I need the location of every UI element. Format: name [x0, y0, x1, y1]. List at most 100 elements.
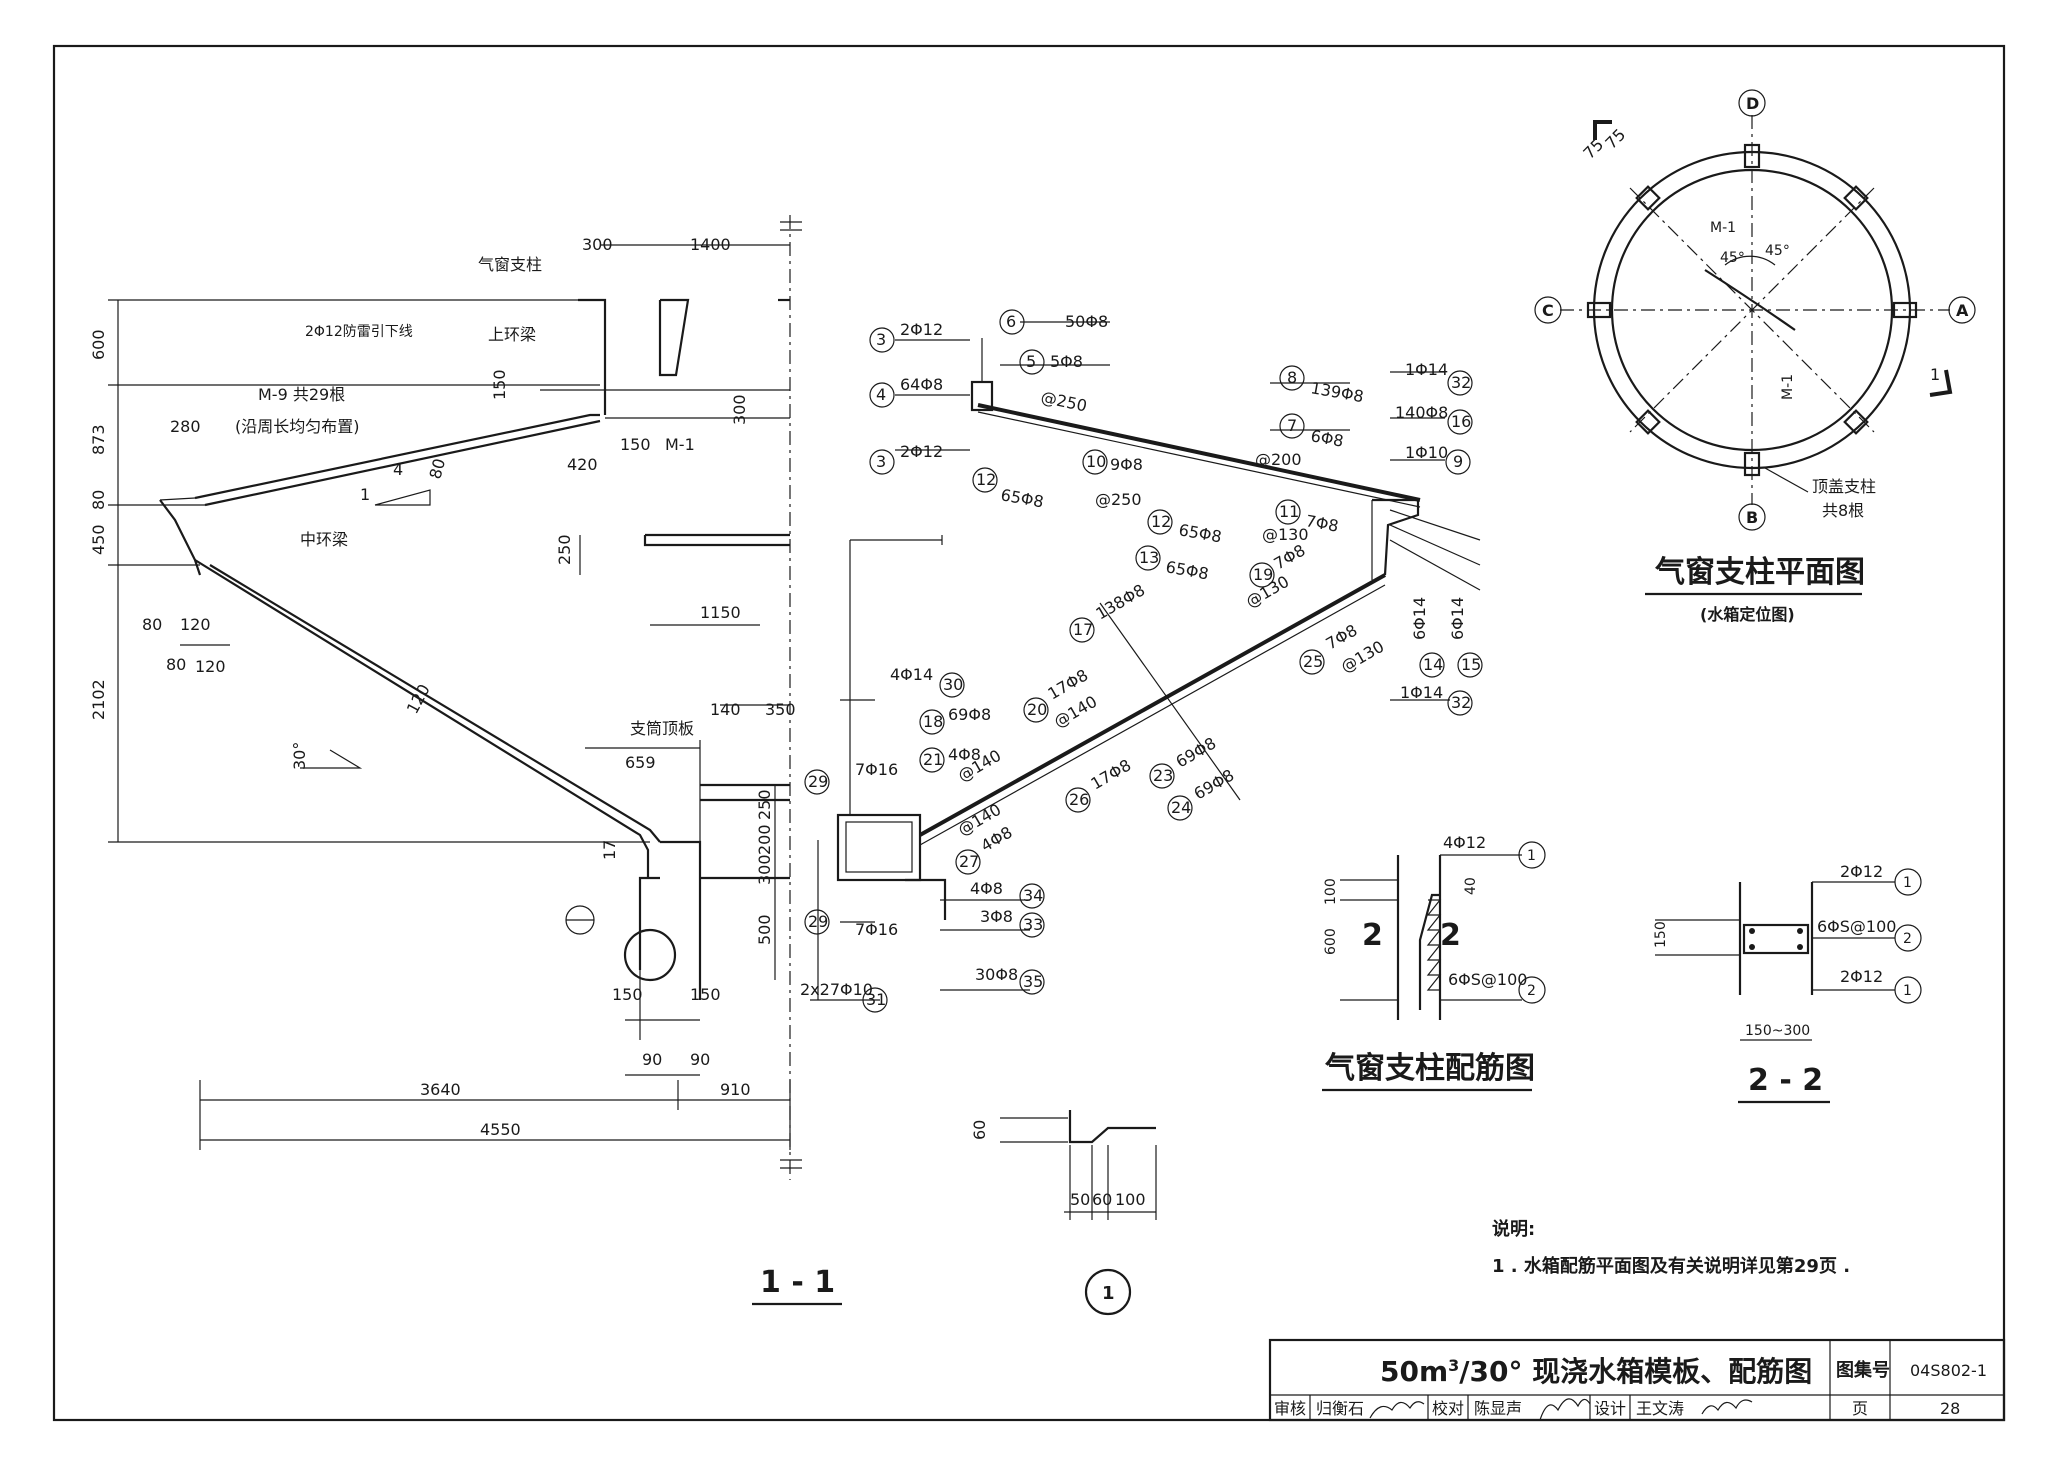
svg-text:16: 16	[1451, 412, 1471, 431]
label-support-top: 支筒顶板	[630, 719, 694, 738]
svg-text:3: 3	[876, 452, 886, 471]
svg-text:04S802-1: 04S802-1	[1910, 1361, 1987, 1380]
svg-text:50Φ8: 50Φ8	[1065, 312, 1108, 331]
signature-design	[1701, 1399, 1753, 1415]
svg-text:8: 8	[1287, 368, 1297, 387]
label-mid-ring: 中环梁	[300, 530, 348, 549]
svg-text:2: 2	[1440, 918, 1461, 953]
svg-text:4: 4	[393, 460, 403, 479]
svg-text:32: 32	[1451, 373, 1471, 392]
svg-text:@200: @200	[1255, 450, 1302, 469]
svg-text:120: 120	[403, 681, 434, 717]
svg-text:80: 80	[426, 456, 450, 481]
section-1-1: 气窗支柱 2Φ12防雷引下线 上环梁 M-9 共29根 (沿周长均匀布置) 中环…	[89, 215, 842, 1306]
notes-line-1: 1 . 水箱配筋平面图及有关说明详见第29页 .	[1492, 1255, 1850, 1277]
svg-text:659: 659	[625, 753, 656, 772]
svg-text:归衡石: 归衡石	[1316, 1399, 1364, 1418]
svg-text:24: 24	[1171, 798, 1191, 817]
svg-text:M-1: M-1	[1710, 220, 1736, 236]
svg-text:陈显声: 陈显声	[1474, 1399, 1522, 1418]
svg-text:25: 25	[1303, 652, 1323, 671]
svg-text:32: 32	[1451, 693, 1471, 712]
svg-text:21: 21	[923, 750, 943, 769]
svg-text:4Φ12: 4Φ12	[1443, 833, 1486, 852]
svg-text:4Φ8: 4Φ8	[970, 879, 1003, 898]
label-m9: M-9 共29根	[258, 385, 345, 404]
svg-text:9Φ8: 9Φ8	[1110, 455, 1143, 474]
svg-text:29: 29	[808, 912, 828, 931]
svg-text:350: 350	[765, 700, 796, 719]
svg-text:1: 1	[1903, 875, 1912, 891]
svg-text:65Φ8: 65Φ8	[1164, 557, 1210, 583]
svg-text:4Φ14: 4Φ14	[890, 665, 933, 684]
svg-text:5: 5	[1026, 352, 1036, 371]
svg-text:140: 140	[710, 700, 741, 719]
svg-text:2Φ12: 2Φ12	[1840, 967, 1883, 986]
svg-text:1400: 1400	[690, 235, 731, 254]
svg-text:17: 17	[1073, 620, 1093, 639]
svg-text:69Φ8: 69Φ8	[948, 705, 991, 724]
svg-text:500: 500	[755, 914, 774, 945]
section-2-2: 2Φ12 6ΦS@100 2Φ12 1 2 1 150 150~300 2 - …	[1653, 862, 1922, 1104]
drawing-title: 50m3/30° 现浇水箱模板、配筋图	[1380, 1355, 1812, 1388]
section-2-2-title: 2 - 2	[1748, 1063, 1823, 1098]
svg-text:6Φ14: 6Φ14	[1410, 597, 1429, 640]
svg-text:7Φ16: 7Φ16	[855, 920, 898, 939]
svg-text:60: 60	[1092, 1190, 1112, 1209]
plan-title: 气窗支柱平面图	[1655, 555, 1865, 590]
svg-text:31: 31	[866, 990, 886, 1009]
vent-column-plan: D A B C 75 75 1 M-1 M-1 45° 45° 顶盖支柱 共8根…	[1534, 89, 1976, 624]
svg-text:10: 10	[1086, 452, 1106, 471]
svg-text:600: 600	[89, 329, 108, 360]
svg-text:审核: 审核	[1274, 1399, 1306, 1418]
title-block: 50m3/30° 现浇水箱模板、配筋图 图集号 04S802-1 审核 归衡石 …	[1268, 1338, 2006, 1422]
svg-text:2: 2	[1527, 983, 1536, 999]
svg-text:校对: 校对	[1432, 1399, 1464, 1418]
svg-text:7: 7	[1287, 416, 1297, 435]
svg-text:150: 150	[1653, 921, 1669, 948]
svg-text:140Φ8: 140Φ8	[1395, 403, 1448, 422]
svg-text:30: 30	[943, 675, 963, 694]
svg-text:7Φ8: 7Φ8	[1271, 541, 1309, 574]
svg-text:69Φ8: 69Φ8	[1173, 733, 1220, 771]
svg-text:共8根: 共8根	[1822, 501, 1864, 520]
svg-text:15: 15	[1461, 655, 1481, 674]
svg-text:6ΦS@100: 6ΦS@100	[1448, 970, 1527, 989]
svg-text:@250: @250	[1039, 387, 1088, 415]
svg-text:65Φ8: 65Φ8	[1177, 520, 1223, 546]
svg-text:设计: 设计	[1594, 1399, 1626, 1418]
svg-text:150: 150	[690, 985, 721, 1004]
svg-text:3640: 3640	[420, 1080, 461, 1099]
svg-text:250: 250	[755, 789, 774, 820]
svg-text:9: 9	[1453, 452, 1463, 471]
column-detail-title: 气窗支柱配筋图	[1325, 1051, 1535, 1086]
svg-text:420: 420	[567, 455, 598, 474]
detail-marker: 1	[1102, 1283, 1115, 1304]
svg-text:600: 600	[1323, 928, 1339, 955]
svg-text:80: 80	[166, 655, 186, 674]
svg-text:13: 13	[1139, 548, 1159, 567]
svg-text:@130: @130	[1262, 525, 1309, 544]
svg-text:2: 2	[1362, 918, 1383, 953]
svg-text:150: 150	[612, 985, 643, 1004]
svg-text:17Φ8: 17Φ8	[1088, 755, 1135, 793]
svg-text:2Φ12: 2Φ12	[900, 320, 943, 339]
svg-text:M-1: M-1	[1780, 374, 1796, 400]
svg-text:120: 120	[180, 615, 211, 634]
label-m9-note: (沿周长均匀布置)	[235, 417, 360, 436]
svg-text:873: 873	[89, 424, 108, 455]
svg-text:6: 6	[1006, 312, 1016, 331]
svg-text:33: 33	[1023, 915, 1043, 934]
svg-text:34: 34	[1023, 886, 1043, 905]
notes-heading: 说明:	[1492, 1218, 1535, 1240]
svg-text:B: B	[1746, 508, 1758, 527]
svg-text:2Φ12: 2Φ12	[1840, 862, 1883, 881]
svg-text:300: 300	[755, 854, 774, 885]
svg-text:60: 60	[970, 1120, 989, 1140]
svg-text:20: 20	[1027, 700, 1047, 719]
svg-text:280: 280	[170, 417, 201, 436]
svg-text:5Φ8: 5Φ8	[1050, 352, 1083, 371]
svg-text:4550: 4550	[480, 1120, 521, 1139]
